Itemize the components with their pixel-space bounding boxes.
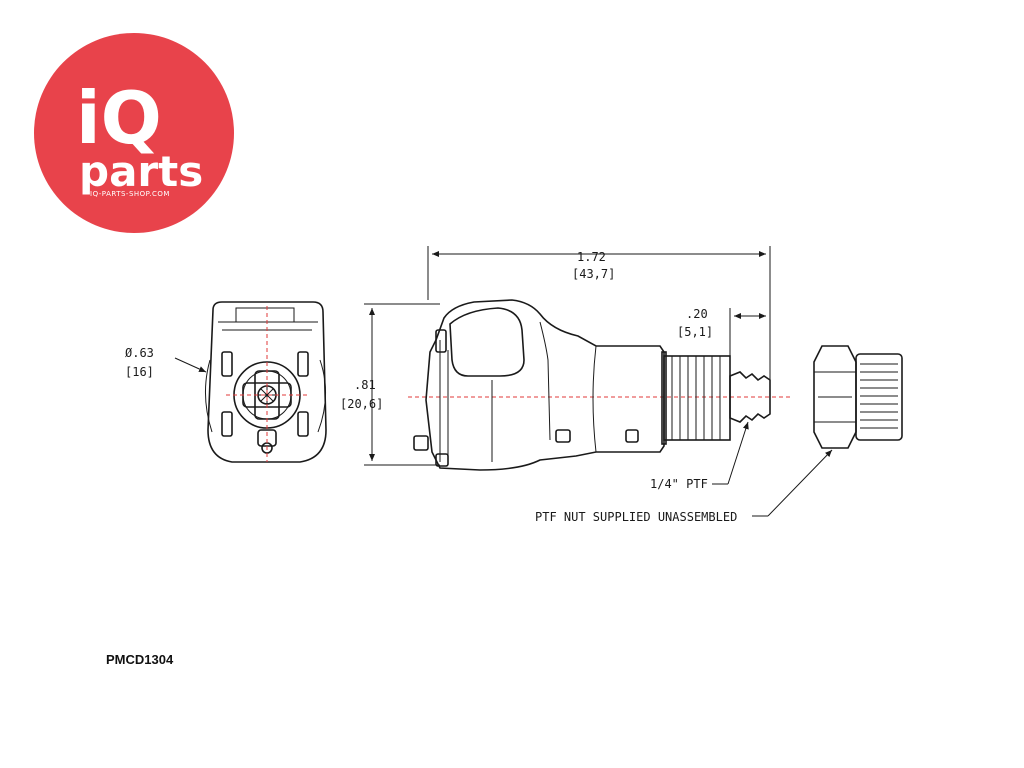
iqparts-logo: iQ parts IQ-PARTS-SHOP.COM xyxy=(34,33,234,233)
logo-circle xyxy=(34,33,234,233)
barb-mm-label: [5,1] xyxy=(677,325,713,339)
length-label: 1.72 xyxy=(577,250,606,264)
side-view: .81 [20,6] 1.72 [43,7] .20 [5,1] xyxy=(340,246,790,491)
logo-parts: parts xyxy=(79,147,203,196)
ptf-nut: PTF NUT SUPPLIED UNASSEMBLED xyxy=(535,345,903,524)
barb-label: .20 xyxy=(686,307,708,321)
height-mm-label: [20,6] xyxy=(340,397,383,411)
logo-iq: iQ xyxy=(76,76,162,160)
nut-callout: PTF NUT SUPPLIED UNASSEMBLED xyxy=(535,510,737,524)
height-label: .81 xyxy=(354,378,376,392)
diameter-mm-label: [16] xyxy=(125,365,154,379)
logo-tagline: IQ-PARTS-SHOP.COM xyxy=(90,190,170,198)
diameter-label: Ø.63 xyxy=(125,346,154,360)
thread-callout: 1/4" PTF xyxy=(650,477,708,491)
part-number: PMCD1304 xyxy=(106,652,174,667)
length-mm-label: [43,7] xyxy=(572,267,615,281)
end-view: Ø.63 [16] xyxy=(125,301,327,463)
